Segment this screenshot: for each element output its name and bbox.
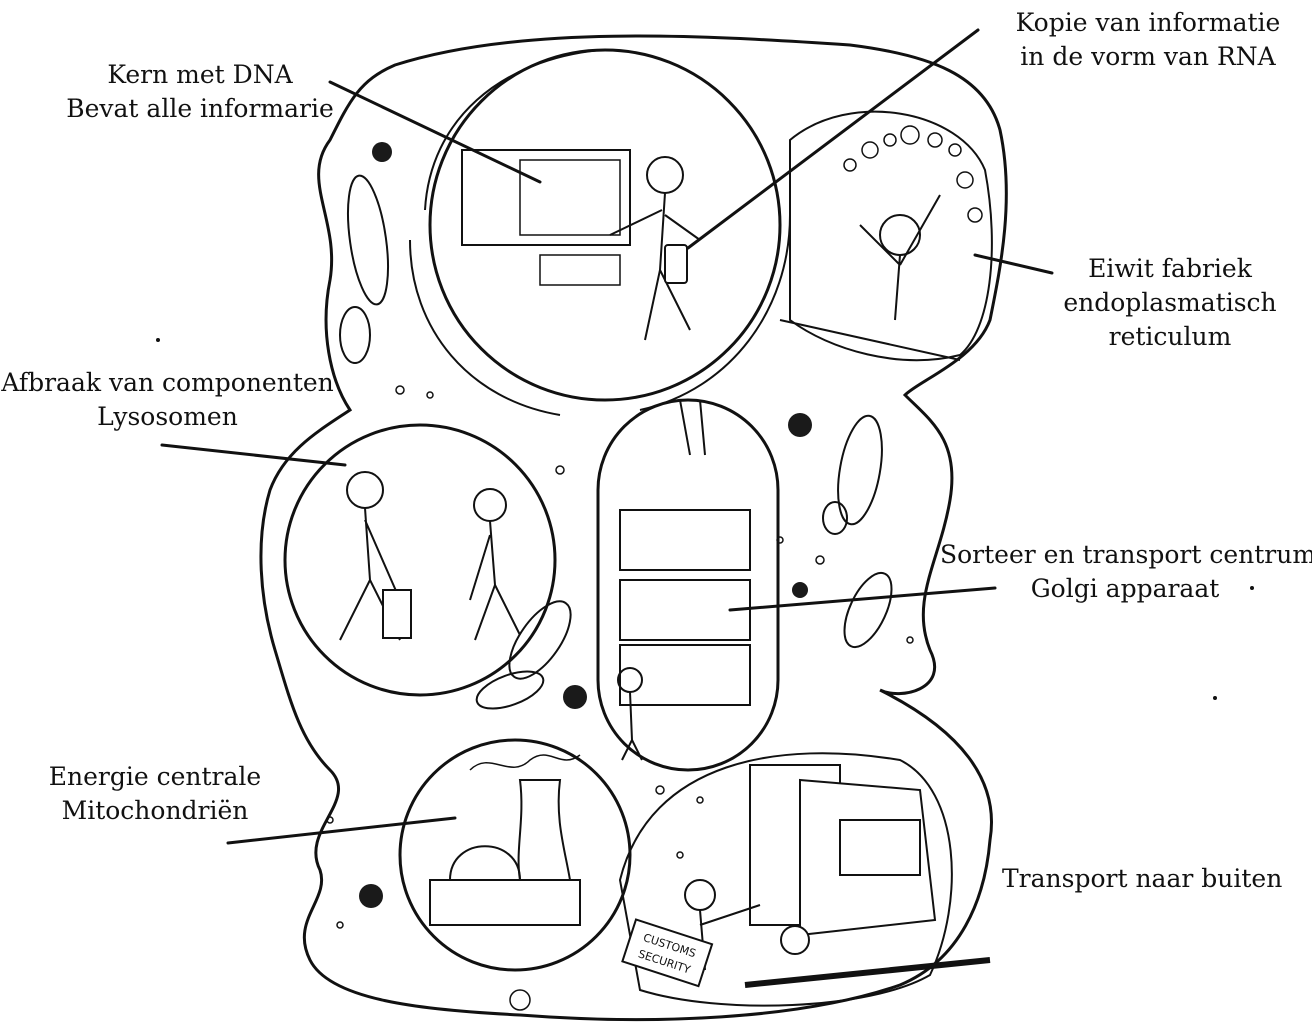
label-mitochondria: Energie centrale Mitochondriën: [40, 760, 270, 828]
label-export: Transport naar buiten: [1002, 862, 1282, 896]
label-rna: Kopie van informatie in de vorm van RNA: [1000, 6, 1296, 74]
label-er-line2: endoplasmatisch: [1060, 286, 1280, 320]
crate: [620, 510, 750, 570]
label-lysosome: Afbraak van componenten Lysosomen: [0, 366, 335, 434]
mitochondrion-circle: [400, 740, 630, 970]
label-export-line1: Transport naar buiten: [1002, 862, 1282, 896]
label-lysosome-line2: Lysosomen: [0, 400, 335, 434]
label-nucleus-line1: Kern met DNA: [60, 58, 340, 92]
nucleus-circle: [430, 50, 780, 400]
label-golgi-line2: Golgi apparaat: [940, 572, 1310, 606]
label-er-line3: reticulum: [1060, 320, 1280, 354]
label-rna-line1: Kopie van informatie: [1000, 6, 1296, 40]
label-mitochondria-line1: Energie centrale: [40, 760, 270, 794]
crate: [620, 645, 750, 705]
label-er: Eiwit fabriek endoplasmatisch reticulum: [1060, 252, 1280, 354]
jackhammer: [383, 590, 411, 638]
label-er-line1: Eiwit fabriek: [1060, 252, 1280, 286]
label-golgi: Sorteer en transport centrum Golgi appar…: [940, 538, 1310, 606]
label-rna-line2: in de vorm van RNA: [1000, 40, 1296, 74]
label-mitochondria-line2: Mitochondriën: [40, 794, 270, 828]
truck-cab: [800, 780, 935, 935]
label-golgi-line1: Sorteer en transport centrum: [940, 538, 1310, 572]
lysosome-circle: [285, 425, 555, 695]
label-lysosome-line1: Afbraak van componenten: [0, 366, 335, 400]
truck-wheel: [781, 926, 809, 954]
label-nucleus: Kern met DNA Bevat alle informarie: [60, 58, 340, 126]
smartphone: [665, 245, 687, 283]
label-nucleus-line2: Bevat alle informarie: [60, 92, 340, 126]
